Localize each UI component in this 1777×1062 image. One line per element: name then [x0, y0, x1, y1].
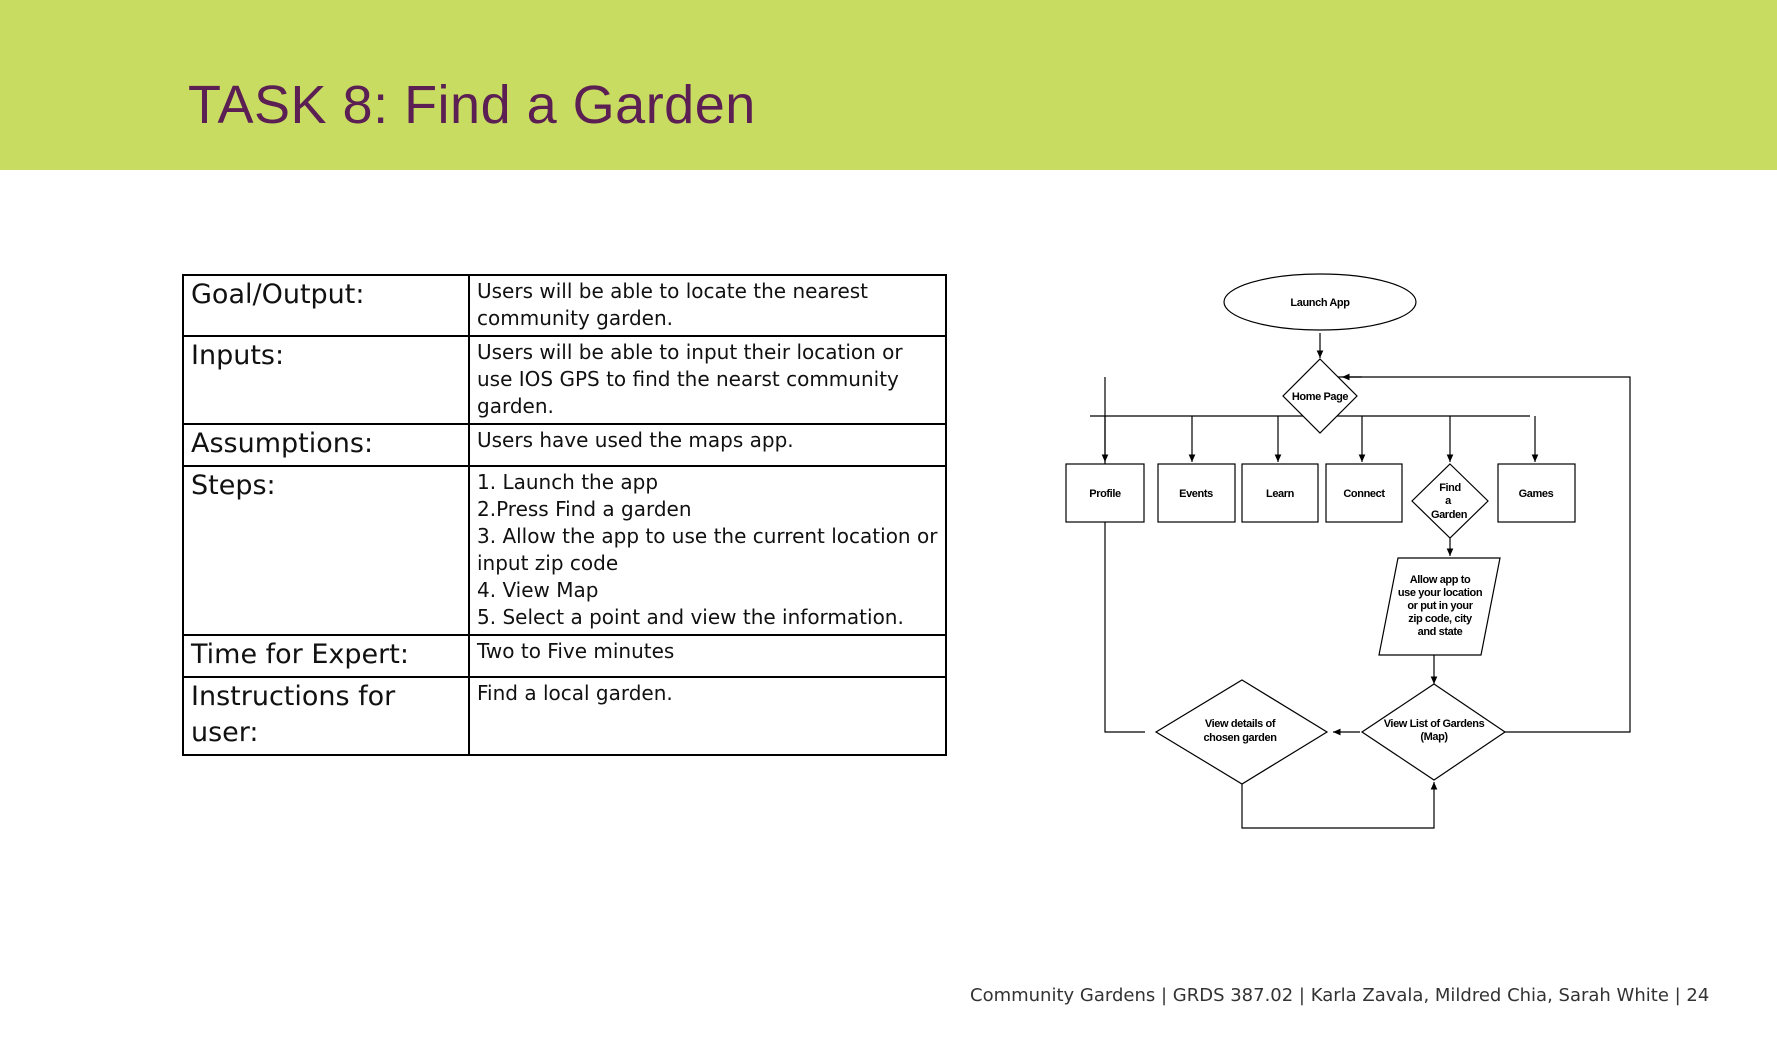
- page-title: TASK 8: Find a Garden: [188, 75, 756, 135]
- table-row-instructions: Instructions for user: Find a local gard…: [182, 676, 947, 756]
- home-page-node: Home Page: [1282, 358, 1358, 434]
- view-list-label: View List of Gardens: [1384, 718, 1485, 730]
- profile-label: Profile: [1089, 488, 1121, 500]
- step-item: 1. Launch the app: [477, 470, 659, 494]
- profile-node: Profile: [1065, 463, 1145, 523]
- page-footer: Community Gardens | GRDS 387.02 | Karla …: [970, 985, 1710, 1006]
- table-row-assumptions: Assumptions: Users have used the maps ap…: [182, 423, 947, 467]
- view-details-node: View details of chosen garden: [1154, 679, 1329, 785]
- row-value: Users will be able to locate the nearest…: [468, 274, 947, 337]
- allow-location-node: Allow app to use your location or put in…: [1378, 557, 1501, 656]
- task-table: Goal/Output: Users will be able to locat…: [182, 274, 947, 756]
- learn-node: Learn: [1241, 463, 1319, 523]
- row-value: Users have used the maps app.: [468, 423, 947, 467]
- flowchart: Launch App Home Page Profile Events Lear…: [1065, 273, 1631, 829]
- row-label: Goal/Output:: [182, 274, 470, 337]
- steps-list: 1. Launch the app 2.Press Find a garden …: [468, 465, 947, 636]
- table-row-steps: Steps: 1. Launch the app 2.Press Find a …: [182, 465, 947, 636]
- events-label: Events: [1179, 488, 1213, 500]
- learn-label: Learn: [1266, 488, 1295, 500]
- view-list-label: (Map): [1420, 731, 1448, 743]
- launch-app-node: Launch App: [1223, 273, 1417, 331]
- find-garden-label: Garden: [1431, 509, 1468, 521]
- games-node: Games: [1497, 463, 1576, 523]
- row-value: Find a local garden.: [468, 676, 947, 756]
- row-label: Assumptions:: [182, 423, 470, 467]
- step-item: 4. View Map: [477, 578, 599, 602]
- events-node: Events: [1157, 463, 1236, 523]
- games-label: Games: [1519, 488, 1554, 500]
- allow-location-label: Allow app to: [1410, 574, 1471, 586]
- step-item: 2.Press Find a garden: [477, 497, 692, 521]
- row-label: Instructions for user:: [182, 676, 470, 756]
- header-band: [0, 0, 1777, 170]
- row-label: Inputs:: [182, 335, 470, 425]
- connect-node: Connect: [1325, 463, 1403, 523]
- allow-location-label: zip code, city: [1408, 613, 1473, 625]
- step-item: 3. Allow the app to use the current loca…: [477, 524, 938, 575]
- row-label: Steps:: [182, 465, 470, 636]
- row-label: Time for Expert:: [182, 634, 470, 678]
- step-item: 5. Select a point and view the informati…: [477, 605, 904, 629]
- find-garden-node: Find a Garden: [1411, 463, 1489, 539]
- allow-location-label: and state: [1418, 626, 1463, 638]
- find-garden-label: Find: [1439, 482, 1461, 494]
- home-page-label: Home Page: [1292, 391, 1349, 403]
- view-details-label: View details of: [1205, 718, 1276, 730]
- allow-location-label: use your location: [1398, 587, 1483, 599]
- flowchart-connectors: [1090, 333, 1631, 829]
- table-row-inputs: Inputs: Users will be able to input thei…: [182, 335, 947, 425]
- connect-label: Connect: [1343, 488, 1385, 500]
- view-details-label: chosen garden: [1203, 732, 1277, 744]
- row-value: Two to Five minutes: [468, 634, 947, 678]
- view-list-node: View List of Gardens (Map): [1360, 683, 1507, 781]
- table-row-time: Time for Expert: Two to Five minutes: [182, 634, 947, 678]
- table-row-goal: Goal/Output: Users will be able to locat…: [182, 274, 947, 337]
- row-value: Users will be able to input their locati…: [468, 335, 947, 425]
- launch-app-label: Launch App: [1290, 297, 1350, 309]
- allow-location-label: or put in your: [1407, 600, 1473, 612]
- find-garden-label: a: [1445, 495, 1452, 507]
